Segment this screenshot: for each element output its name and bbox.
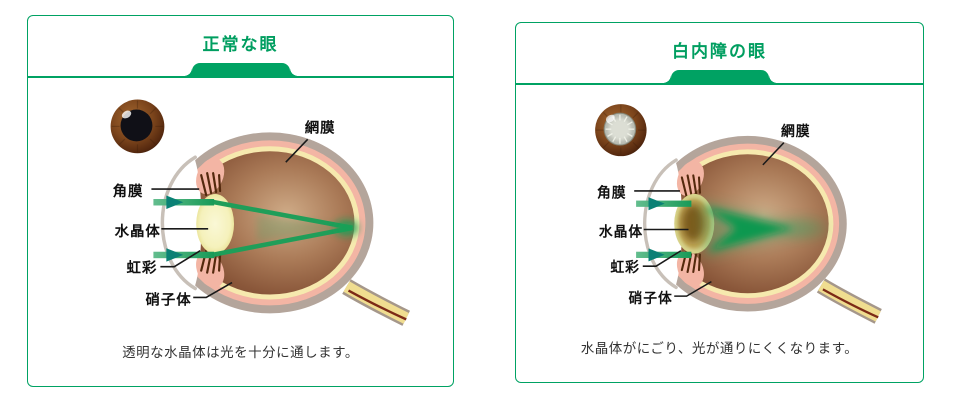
label-vitreous: 硝子体: [145, 290, 191, 308]
panel-header-cataract: 白内障の眼: [516, 23, 923, 85]
label-iris: 虹彩: [127, 259, 158, 277]
caption-normal: 透明な水晶体は光を十分に通します。: [122, 345, 359, 360]
light-rays-focused: [153, 195, 359, 262]
caption-cataract: 水晶体がにごり、光が通りにくくなります。: [580, 341, 859, 356]
lens-clear: [196, 194, 235, 254]
ray-arrow-icon: [648, 197, 665, 211]
iris-photo-normal: [110, 99, 165, 154]
light-rays-scattered: [636, 197, 827, 262]
optic-nerve: [816, 278, 882, 324]
label-iris: 虹彩: [610, 259, 640, 275]
ray-arrow-icon: [166, 248, 184, 262]
panel-normal-eye: 正常な眼: [27, 15, 454, 387]
label-cornea: 角膜: [113, 182, 144, 200]
header-tab-decoration: [662, 70, 777, 83]
optic-nerve: [342, 279, 411, 326]
label-vitreous: 硝子体: [628, 290, 672, 306]
label-lens: 水晶体: [599, 223, 643, 239]
eye-diagram-cataract: 網膜 角膜 水晶体 虹彩 硝子体: [595, 104, 882, 324]
header-tab-decoration: [183, 63, 298, 76]
ray-arrow-icon: [648, 248, 665, 262]
label-retina: 網膜: [781, 123, 811, 139]
label-pointer-lines: [151, 138, 309, 299]
label-lens: 水晶体: [115, 222, 161, 240]
panel-title-cataract: 白内障の眼: [672, 41, 767, 61]
panel-cataract-eye: 白内障の眼: [515, 22, 924, 383]
eye-diagram-normal: 網膜 角膜 水晶体 虹彩 硝子体: [110, 99, 411, 326]
label-retina: 網膜: [305, 118, 336, 136]
iris-photo-cataract: [595, 104, 647, 157]
panel-title-normal: 正常な眼: [202, 34, 279, 54]
label-cornea: 角膜: [597, 185, 627, 201]
label-pointer-lines: [634, 142, 785, 297]
ray-arrow-icon: [166, 195, 184, 209]
panel-header-normal: 正常な眼: [28, 16, 453, 78]
